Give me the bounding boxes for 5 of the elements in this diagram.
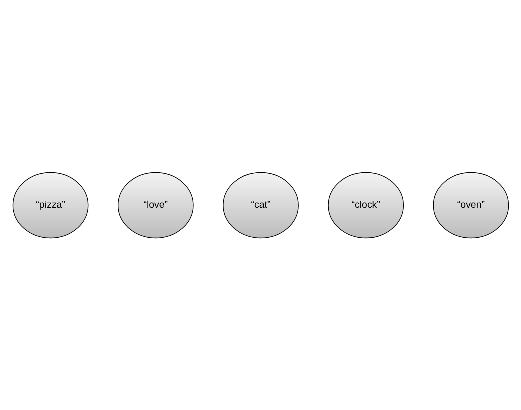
node-ellipse: “clock” bbox=[328, 172, 404, 238]
node-ellipse: “oven” bbox=[432, 172, 509, 238]
node-ellipse: “pizza” bbox=[12, 172, 88, 238]
node-ellipse: “love” bbox=[117, 172, 194, 238]
node-ellipse: “cat” bbox=[222, 172, 298, 238]
